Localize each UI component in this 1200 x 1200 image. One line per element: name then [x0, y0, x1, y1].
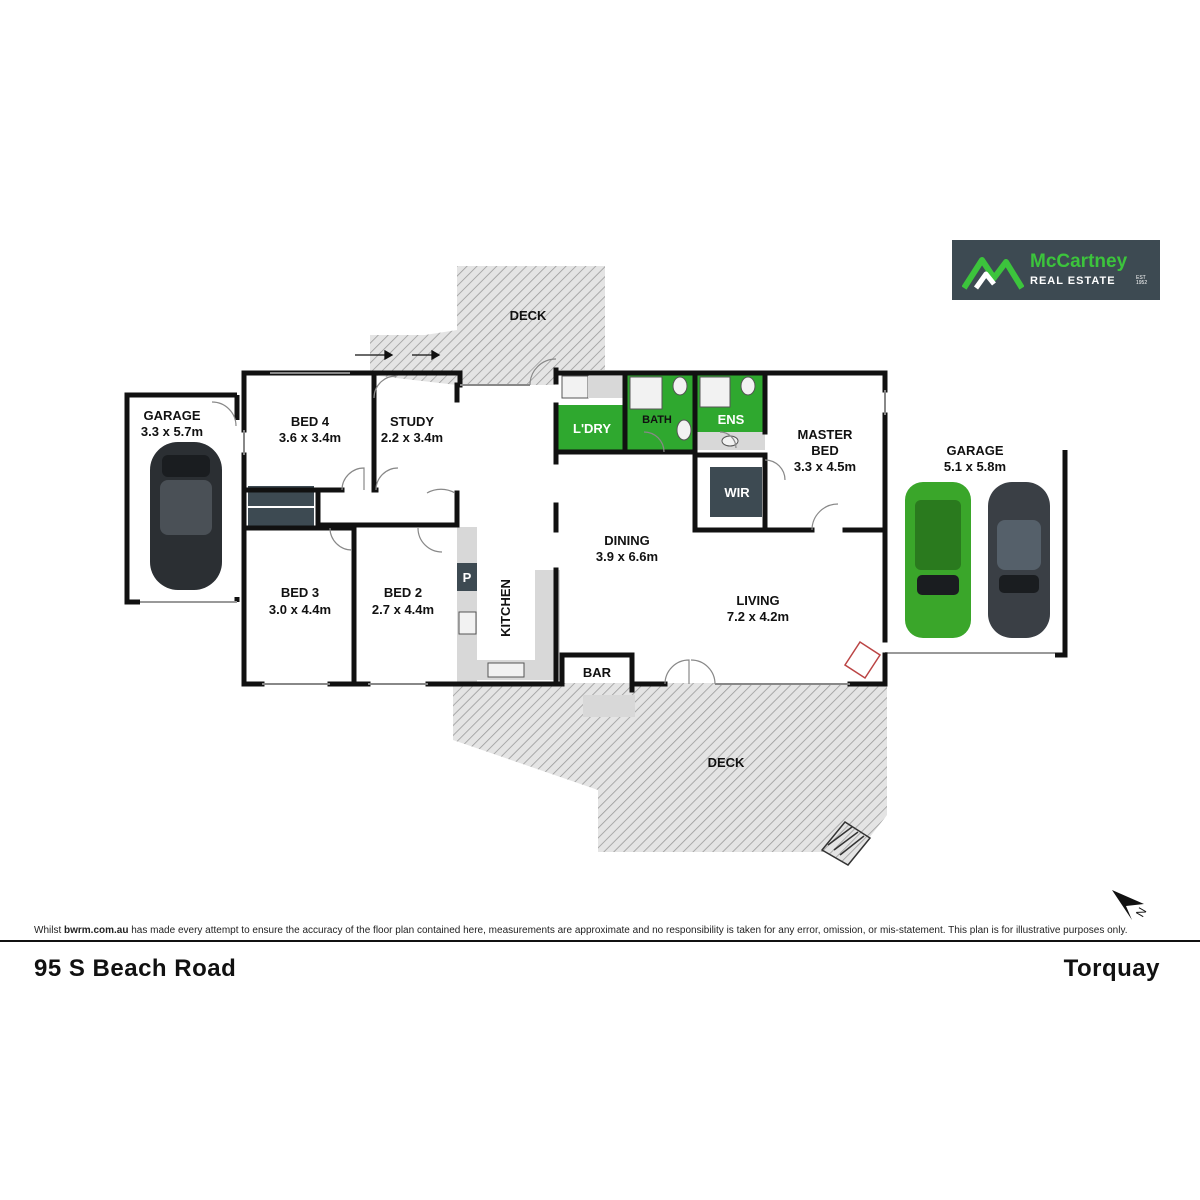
- wir-inner: [710, 467, 762, 517]
- walls: [241, 367, 888, 693]
- bed2-name: BED 2: [384, 585, 422, 600]
- windows: [243, 372, 886, 685]
- kitchen-bench: [457, 527, 477, 682]
- bed2-size: 2.7 x 4.4m: [372, 602, 434, 617]
- footer-divider: [0, 940, 1200, 942]
- garage-left-walls: [124, 392, 237, 605]
- garage-right-walls: [1055, 450, 1068, 658]
- north-arrow-icon: N: [1112, 890, 1149, 920]
- property-suburb: Torquay: [1063, 955, 1160, 982]
- ens-toilet: [740, 376, 756, 396]
- kitchen-name: KITCHEN: [498, 579, 513, 637]
- deck-top-name: DECK: [510, 308, 547, 323]
- wir-name: WIR: [724, 485, 750, 500]
- mountain-logo-icon: [962, 257, 1024, 290]
- disclaimer-prefix: Whilst: [34, 925, 64, 936]
- garage-left-name: GARAGE: [143, 408, 200, 423]
- disclaimer: Whilst bwrm.com.au has made every attemp…: [34, 925, 1127, 936]
- living-size: 7.2 x 4.2m: [727, 609, 789, 624]
- deck-entry: [370, 330, 457, 385]
- bar-counter: [583, 695, 635, 717]
- master-name-1: MASTER: [798, 427, 854, 442]
- deck-steps: [820, 821, 872, 866]
- bath-shower: [629, 376, 663, 410]
- entry-arrows: [355, 349, 441, 361]
- car-right-dark: [988, 482, 1050, 638]
- garage-right-name: GARAGE: [946, 443, 1003, 458]
- living-name: LIVING: [736, 593, 779, 608]
- laundry-area: [558, 405, 625, 450]
- car-right-green: [905, 482, 971, 638]
- master-name-2: BED: [811, 443, 838, 458]
- garage-left-size: 3.3 x 5.7m: [141, 424, 203, 439]
- bed4-size: 3.6 x 3.4m: [279, 430, 341, 445]
- ensuite-name: ENS: [718, 412, 745, 427]
- dining-name: DINING: [604, 533, 650, 548]
- dining-size: 3.9 x 6.6m: [596, 549, 658, 564]
- doors: [211, 358, 839, 685]
- bath-basin: [676, 419, 692, 441]
- laundry-name: L'DRY: [573, 421, 611, 436]
- deck-bottom: [453, 683, 887, 865]
- bar-name: BAR: [583, 665, 612, 680]
- bath-toilet: [672, 376, 688, 396]
- cooktop: [458, 611, 477, 635]
- disclaimer-text: has made every attempt to ensure the acc…: [128, 925, 1128, 936]
- bed3-name: BED 3: [281, 585, 319, 600]
- garage-right-size: 5.1 x 5.8m: [944, 459, 1006, 474]
- fireplace: [843, 640, 882, 680]
- robe-bed3: [248, 508, 314, 528]
- laundry-sink: [561, 375, 589, 399]
- pantry-name: P: [463, 570, 472, 585]
- deck-bottom-name: DECK: [708, 755, 745, 770]
- bath-name: BATH: [642, 414, 672, 426]
- agency-logo: McCartney REAL ESTATE EST 1952: [952, 240, 1160, 300]
- compass-label: N: [1133, 905, 1149, 920]
- deck-top: [457, 266, 605, 385]
- master-size: 3.3 x 4.5m: [794, 459, 856, 474]
- bed3-size: 3.0 x 4.4m: [269, 602, 331, 617]
- property-address: 95 S Beach Road: [34, 955, 237, 982]
- ens-shower: [699, 376, 731, 408]
- study-size: 2.2 x 3.4m: [381, 430, 443, 445]
- disclaimer-site: bwrm.com.au: [64, 925, 129, 936]
- car-left: [150, 442, 222, 590]
- study-name: STUDY: [390, 414, 434, 429]
- laundry-bench: [588, 376, 624, 398]
- kitchen-sink: [487, 662, 525, 678]
- bed4-name: BED 4: [291, 414, 330, 429]
- logo-sub: REAL ESTATE: [1030, 275, 1116, 287]
- logo-est: EST 1952: [1136, 275, 1148, 286]
- pantry: [457, 563, 477, 591]
- logo-brand: McCartney: [1030, 251, 1128, 272]
